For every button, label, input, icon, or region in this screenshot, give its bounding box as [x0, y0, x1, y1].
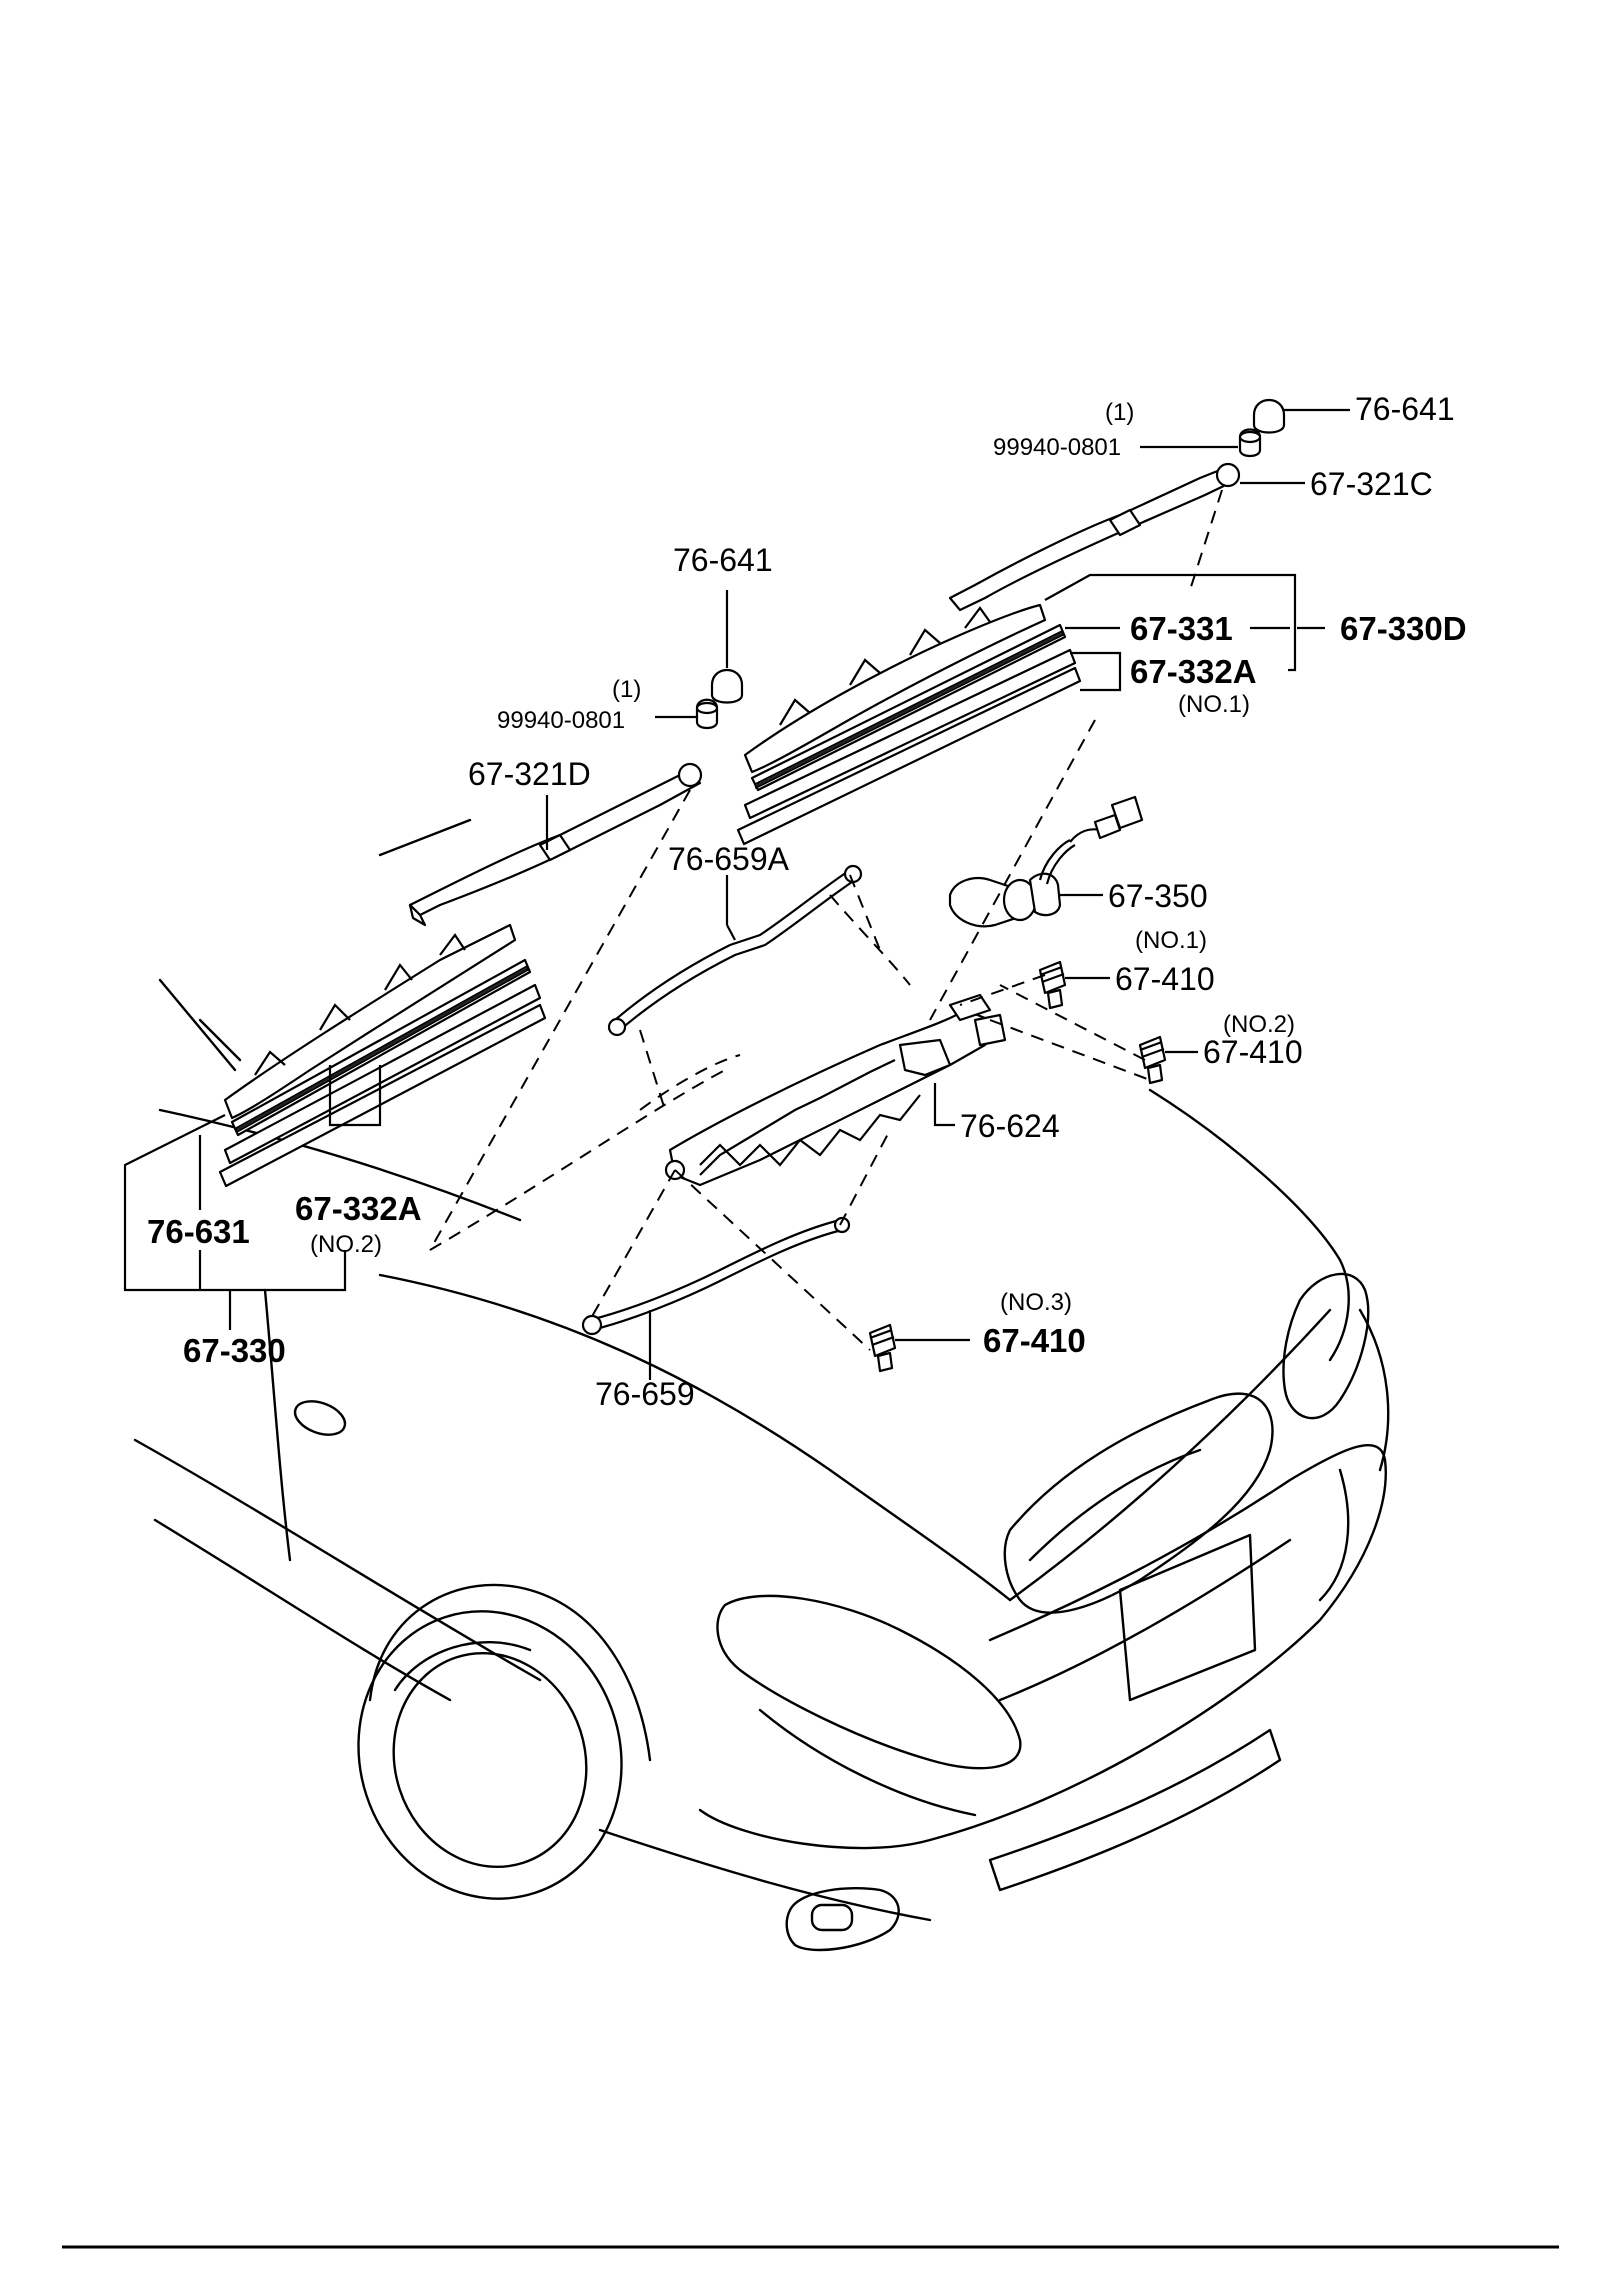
- callout-no2-blade: (NO.2): [310, 1231, 382, 1258]
- blade-refill-right-a: [743, 648, 1077, 820]
- assembly-dashed-lines: [429, 489, 1223, 1351]
- wiper-arm-right: [948, 462, 1241, 612]
- callout-67-331: 67-331: [1130, 610, 1233, 647]
- wiper-link-76-659A: [607, 864, 863, 1037]
- callout-99940-0801-left: 99940-0801: [497, 707, 625, 734]
- wiper-link-bracket-76-624: [664, 993, 1007, 1187]
- callout-76-659: 76-659: [595, 1376, 695, 1412]
- pivot-nut-right: [1238, 428, 1262, 458]
- washer-nozzle-no3: [868, 1323, 897, 1373]
- callout-67-330D: 67-330D: [1340, 610, 1467, 647]
- callout-no2-nozzle: (NO.2): [1223, 1011, 1295, 1038]
- wiper-motor-67-350: [948, 795, 1144, 928]
- right-wiper-assembly: [736, 603, 1082, 846]
- leader-lines: [123, 408, 1350, 1380]
- pivot-cap-right: [1252, 399, 1286, 434]
- callout-76-641-right: 76-641: [1355, 391, 1455, 427]
- callout-67-410-no3: 67-410: [983, 1322, 1086, 1359]
- callout-qty-right: (1): [1105, 399, 1134, 426]
- callout-67-321C: 67-321C: [1310, 466, 1433, 502]
- callout-67-330: 67-330: [183, 1332, 286, 1369]
- callout-no1-blade: (NO.1): [1178, 691, 1250, 718]
- callout-qty-left: (1): [612, 676, 641, 703]
- pivot-nut-left: [695, 698, 719, 730]
- callout-99940-0801-right: 99940-0801: [993, 434, 1121, 461]
- blade-refill-right-b: [736, 666, 1082, 846]
- callout-76-659A: 76-659A: [668, 841, 790, 877]
- callout-76-631: 76-631: [147, 1213, 250, 1250]
- callout-76-641-left: 76-641: [673, 542, 773, 578]
- wiper-blade-frame-left: [223, 923, 517, 1120]
- blade-refill-left-b: [218, 1003, 547, 1188]
- car-body-outline: [133, 1088, 1390, 1952]
- pivot-cap-left: [710, 669, 744, 704]
- callout-no3-nozzle: (NO.3): [1000, 1289, 1072, 1316]
- callout-labels: 76-641 (1) 99940-0801 67-321C 76-641 67-…: [147, 391, 1467, 1412]
- washer-nozzle-no1: [1038, 960, 1067, 1010]
- callout-67-332A-no2: 67-332A: [295, 1190, 422, 1227]
- callout-76-624: 76-624: [960, 1108, 1060, 1144]
- callout-67-350: 67-350: [1108, 878, 1208, 914]
- washer-nozzle-no2: [1138, 1035, 1167, 1085]
- wiper-blade-frame-right: [743, 603, 1047, 774]
- callout-no1-nozzle: (NO.1): [1135, 927, 1207, 954]
- wiper-link-76-659: [581, 1216, 851, 1336]
- blade-refill-left-a: [223, 983, 542, 1165]
- callout-67-332A-no1: 67-332A: [1130, 653, 1257, 690]
- left-wiper-assembly: [158, 818, 547, 1188]
- callout-67-410-no2: 67-410: [1203, 1034, 1303, 1070]
- callout-67-321D: 67-321D: [468, 756, 591, 792]
- callout-67-410-no1: 67-410: [1115, 961, 1215, 997]
